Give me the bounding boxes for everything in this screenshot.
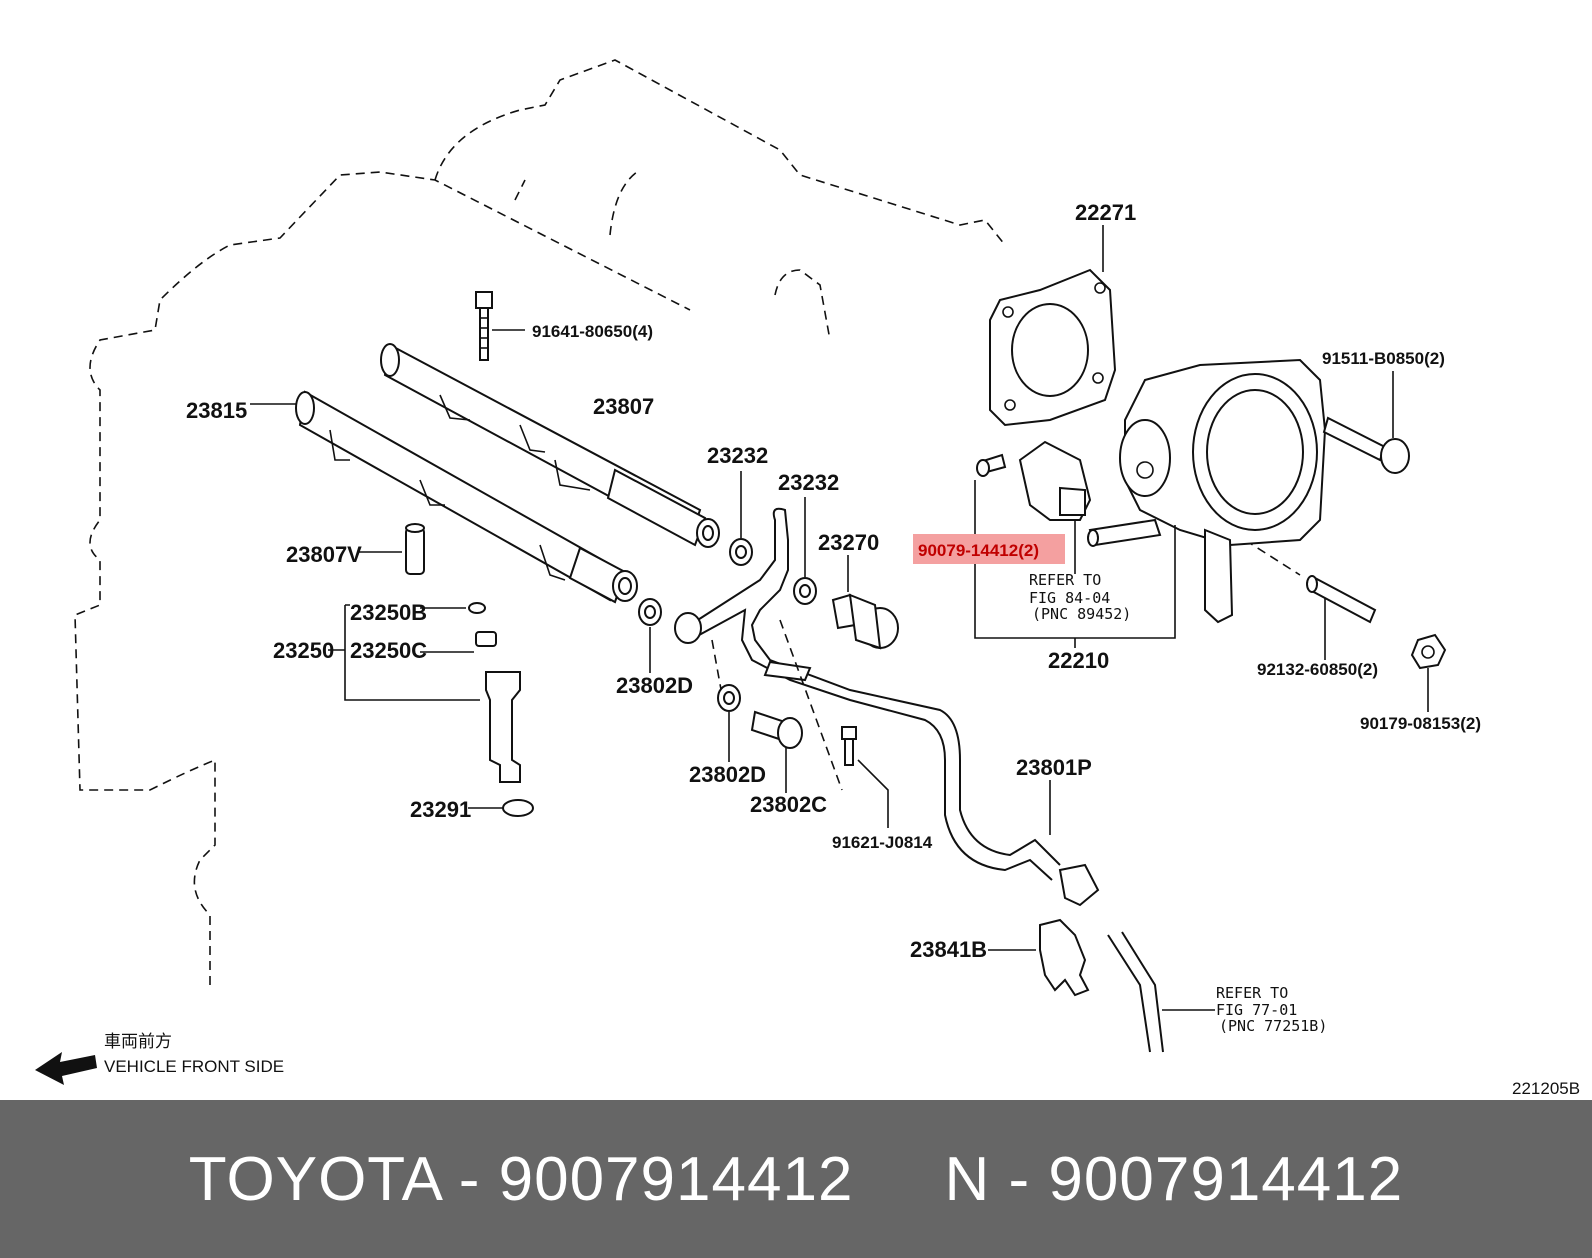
callout-23232-lower: 23232 (778, 470, 839, 495)
o-ring-23232a (729, 471, 753, 566)
diagram-drawing: 22271 91641-80650(4) 23815 23807 23232 2… (35, 59, 1580, 1098)
callout-23801p: 23801P (1016, 755, 1092, 780)
callout-23815: 23815 (186, 398, 247, 423)
alignment-lines (711, 539, 1301, 791)
ref-note-84-04-line2: FIG 84-04 (1029, 589, 1110, 607)
hose-refer-77-01 (1107, 931, 1215, 1053)
o-ring-23232b (793, 497, 817, 605)
bolt-91621 (841, 726, 889, 828)
injector-group-23250 (328, 602, 534, 817)
clip-23841b (988, 918, 1090, 997)
fuel-rail-23807 (380, 343, 720, 548)
callout-91511-b0850: 91511-B0850(2) (1322, 349, 1445, 368)
callout-23232-upper: 23232 (707, 443, 768, 468)
bolt-91641 (475, 291, 525, 361)
callout-23802d-upper: 23802D (616, 673, 693, 698)
callout-23250: 23250 (273, 638, 334, 663)
throttle-body-22210 (974, 358, 1327, 648)
engine-outline (74, 59, 1006, 985)
ref-note-84-04-line3: (PNC 89452) (1032, 605, 1131, 623)
direction-english: VEHICLE FRONT SIDE (104, 1057, 284, 1076)
screw-90079 (976, 453, 1007, 477)
callout-23802c: 23802C (750, 792, 827, 817)
callout-23250b: 23250B (350, 600, 427, 625)
callout-90079-14412: 90079-14412(2) (918, 541, 1039, 560)
ref-note-77-01-line1: REFER TO (1216, 984, 1288, 1002)
fuel-rail-23815 (250, 390, 638, 604)
callout-23291: 23291 (410, 797, 471, 822)
callout-22271: 22271 (1075, 200, 1136, 225)
o-ring-23802d-upper (638, 598, 662, 673)
ref-note-77-01-line2: FIG 77-01 (1216, 1001, 1297, 1019)
callout-90179-08153: 90179-08153(2) (1360, 714, 1481, 733)
union-bolt-23802c (750, 710, 803, 793)
ref-note-77-01-line3: (PNC 77251B) (1219, 1017, 1327, 1035)
gasket-22271 (989, 225, 1117, 427)
callout-23250c: 23250C (350, 638, 427, 663)
direction-japanese: 車両前方 (104, 1032, 172, 1051)
callout-22210: 22210 (1048, 648, 1109, 673)
figure-code: 221205B (1512, 1079, 1580, 1098)
ref-note-84-04-line1: REFER TO (1029, 571, 1101, 589)
front-direction-indicator: 車両前方 VEHICLE FRONT SIDE (35, 1032, 284, 1085)
part-number-footer: TOYOTA - 9007914412 N - 9007914412 (0, 1100, 1592, 1258)
callout-91621-j0814: 91621-J0814 (832, 833, 933, 852)
stud-92132 (1306, 575, 1377, 660)
callout-23807v: 23807V (286, 542, 362, 567)
callout-92132-60850: 92132-60850(2) (1257, 660, 1378, 679)
parts-diagram: 22271 91641-80650(4) 23815 23807 23232 2… (35, 59, 1581, 1098)
callout-23807: 23807 (593, 394, 654, 419)
footer-part-number: TOYOTA - 9007914412 N - 9007914412 (188, 1144, 1404, 1214)
front-arrow-icon (35, 1052, 97, 1085)
highlight-box (913, 534, 1065, 564)
callout-23270: 23270 (818, 530, 879, 555)
nut-90179 (1410, 633, 1447, 712)
callout-23841b: 23841B (910, 937, 987, 962)
callout-91641-80650: 91641-80650(4) (532, 322, 653, 341)
washer-23802d-lower (717, 684, 741, 762)
part-23807v (358, 523, 425, 575)
bolt-91511 (1322, 371, 1410, 474)
sensor-23270 (831, 555, 899, 650)
callout-23802d-lower: 23802D (689, 762, 766, 787)
